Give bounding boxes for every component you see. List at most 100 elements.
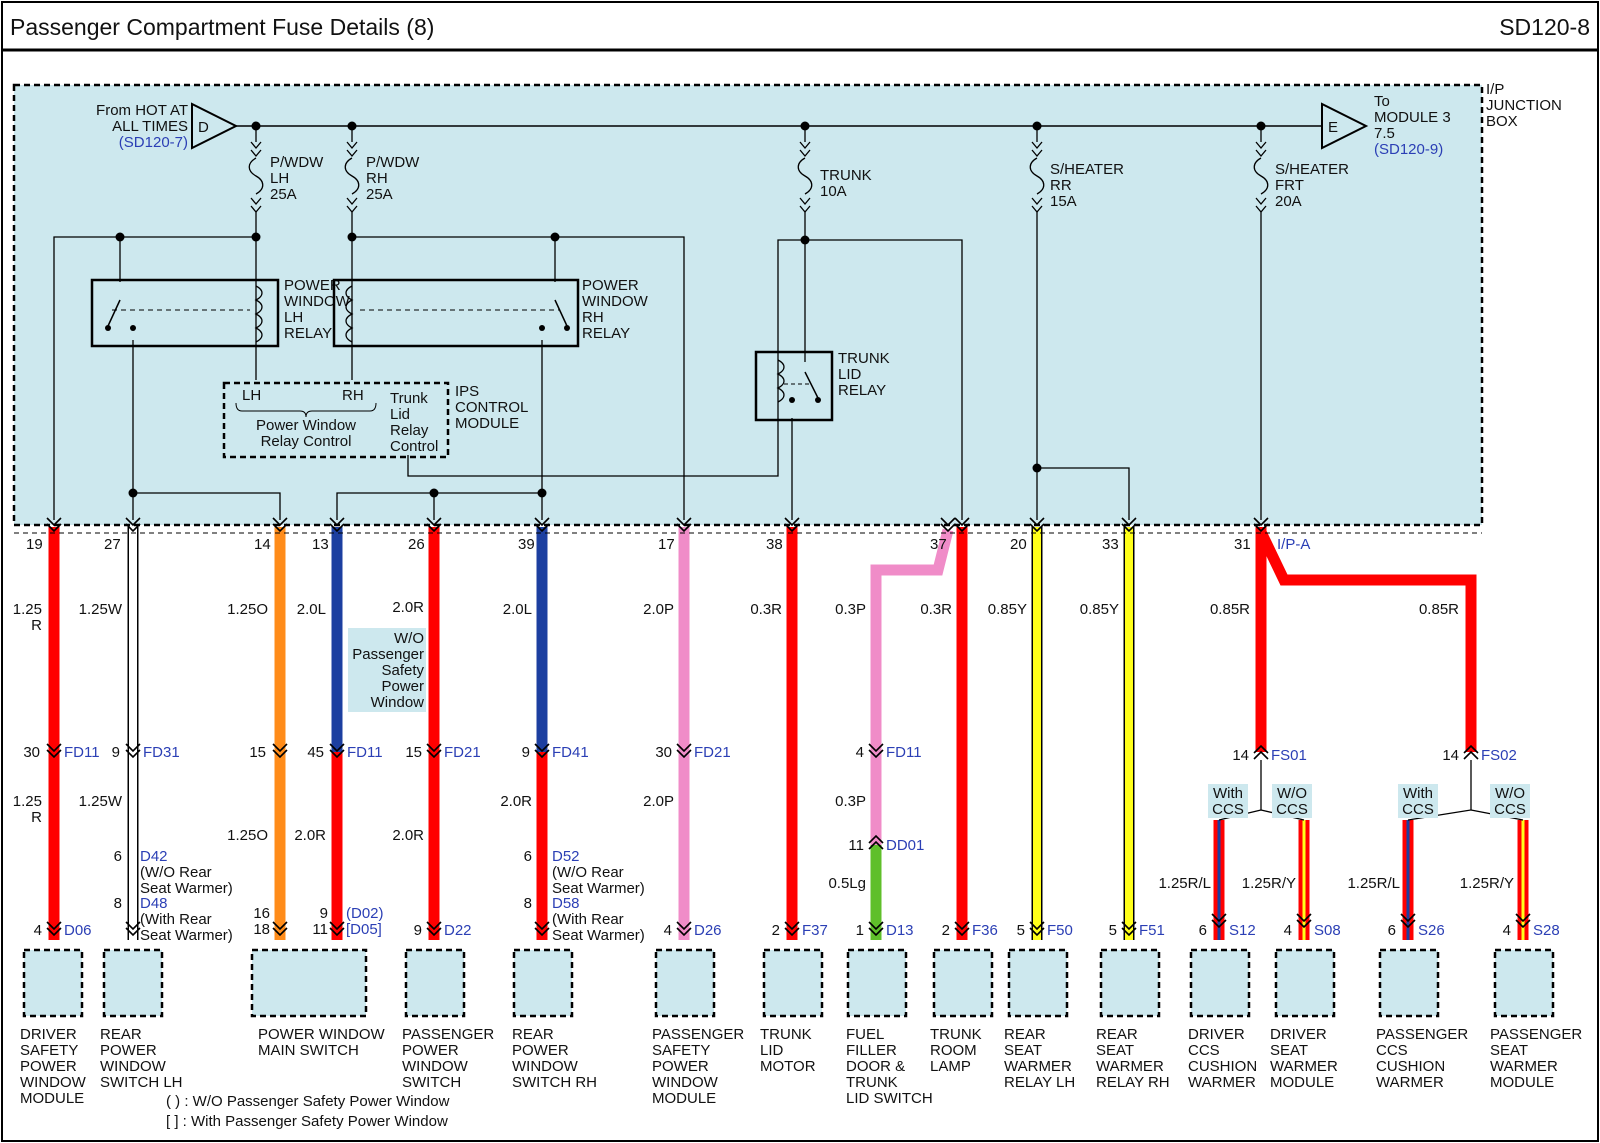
connector-chevron-icon <box>868 743 884 759</box>
svg-text:0.85R: 0.85R <box>1210 601 1250 618</box>
connector-chevron-icon <box>272 743 288 759</box>
source-hot-at-all-times: From HOT AT ALL TIMES (SD120-7) D <box>96 102 239 151</box>
svg-text:WARMER: WARMER <box>1096 1058 1164 1075</box>
svg-text:SEAT: SEAT <box>1490 1042 1528 1059</box>
svg-text:LID: LID <box>760 1042 784 1059</box>
svg-text:MODULE: MODULE <box>1270 1074 1334 1091</box>
svg-text:FILLER: FILLER <box>846 1042 897 1059</box>
svg-text:6: 6 <box>1388 922 1396 939</box>
svg-text:MODULE: MODULE <box>455 415 519 432</box>
svg-text:WINDOW: WINDOW <box>512 1058 579 1075</box>
svg-text:MODULE: MODULE <box>652 1090 716 1107</box>
svg-text:9: 9 <box>320 905 328 922</box>
junction-dots <box>115 121 1266 498</box>
svg-text:(With Rear: (With Rear <box>552 911 624 928</box>
power-window-rh-relay: POWER WINDOW RH RELAY <box>332 277 649 348</box>
connector-chevron-icon <box>1296 913 1312 929</box>
svg-text:15: 15 <box>405 744 422 761</box>
svg-text:4: 4 <box>856 744 864 761</box>
svg-text:D42: D42 <box>140 848 168 865</box>
svg-text:2.0R: 2.0R <box>392 599 424 616</box>
svg-text:Trunk: Trunk <box>390 390 428 407</box>
svg-text:0.3P: 0.3P <box>835 601 866 618</box>
connector-chevron-icon <box>272 517 288 533</box>
svg-text:SEAT: SEAT <box>1096 1042 1134 1059</box>
svg-text:CCS: CCS <box>1402 801 1434 818</box>
connector-chevron-icon <box>676 743 692 759</box>
svg-text:RELAY: RELAY <box>582 325 630 342</box>
svg-text:5: 5 <box>1109 922 1117 939</box>
svg-text:WARMER: WARMER <box>1490 1058 1558 1075</box>
legend: ( ) : W/O Passenger Safety Power Window … <box>166 1093 450 1130</box>
svg-text:CUSHION: CUSHION <box>1376 1058 1445 1075</box>
svg-text:REAR: REAR <box>1096 1026 1138 1043</box>
svg-text:FS02: FS02 <box>1481 747 1517 764</box>
svg-text:38: 38 <box>766 536 783 553</box>
trunk-lid-relay: TRUNK LID RELAY <box>754 350 890 422</box>
svg-text:SEAT: SEAT <box>1270 1042 1308 1059</box>
svg-text:1.25R/L: 1.25R/L <box>1347 875 1400 892</box>
svg-text:PASSENGER: PASSENGER <box>652 1026 744 1043</box>
svg-text:1.25O: 1.25O <box>227 601 268 618</box>
svg-text:To: To <box>1374 93 1390 110</box>
svg-text:10A: 10A <box>820 183 847 200</box>
svg-text:POWER: POWER <box>652 1058 709 1075</box>
svg-text:RR: RR <box>1050 177 1072 194</box>
junction-box-pins: 19 27 14 13 26 39 17 38 37 20 33 31 I/P-… <box>26 536 1310 553</box>
svg-text:31: 31 <box>1234 536 1251 553</box>
svg-text:9: 9 <box>112 744 120 761</box>
svg-text:IPS: IPS <box>455 383 479 400</box>
page-code: SD120-8 <box>1499 14 1590 40</box>
svg-text:CONTROL: CONTROL <box>455 399 528 416</box>
svg-text:16: 16 <box>253 905 270 922</box>
svg-text:1.25W: 1.25W <box>79 601 123 618</box>
page-title: Passenger Compartment Fuse Details (8) <box>10 14 434 40</box>
connector-chevron-icon <box>1121 921 1137 937</box>
svg-text:RELAY: RELAY <box>284 325 332 342</box>
svg-text:MOTOR: MOTOR <box>760 1058 816 1075</box>
svg-text:DRIVER: DRIVER <box>1188 1026 1245 1043</box>
svg-text:30: 30 <box>655 744 672 761</box>
connector-chevron-icon <box>1515 913 1531 929</box>
svg-text:WINDOW: WINDOW <box>402 1058 469 1075</box>
svg-text:6: 6 <box>1199 922 1207 939</box>
svg-text:WARMER: WARMER <box>1376 1074 1444 1091</box>
connector-chevron-icon <box>534 517 550 533</box>
note-wo-passenger-safety: W/O Passenger Safety Power Window <box>348 628 426 712</box>
svg-text:1.25R/Y: 1.25R/Y <box>1242 875 1296 892</box>
connector-chevron-icon <box>329 921 345 937</box>
connector-chevron-icon <box>954 921 970 937</box>
svg-text:9: 9 <box>522 744 530 761</box>
svg-text:Window: Window <box>371 694 425 711</box>
svg-text:REAR: REAR <box>100 1026 142 1043</box>
connector-chevron-icon <box>676 517 692 533</box>
connector-chevron-icon <box>1253 744 1269 760</box>
svg-text:WARMER: WARMER <box>1270 1058 1338 1075</box>
svg-text:DRIVER: DRIVER <box>1270 1026 1327 1043</box>
svg-text:15A: 15A <box>1050 193 1077 210</box>
connector-chevron-icon <box>1463 744 1479 760</box>
svg-text:TRUNK: TRUNK <box>930 1026 982 1043</box>
svg-text:S08: S08 <box>1314 922 1341 939</box>
svg-text:RELAY LH: RELAY LH <box>1004 1074 1075 1091</box>
svg-text:LID: LID <box>838 366 862 383</box>
connector-chevron-icon <box>954 517 970 533</box>
svg-text:2.0P: 2.0P <box>643 793 674 810</box>
svg-text:LAMP: LAMP <box>930 1058 971 1075</box>
svg-text:Relay: Relay <box>390 422 429 439</box>
svg-text:WINDOW: WINDOW <box>652 1074 719 1091</box>
svg-text:With: With <box>1213 785 1243 802</box>
svg-text:D06: D06 <box>64 922 92 939</box>
svg-text:20: 20 <box>1010 536 1027 553</box>
svg-text:D26: D26 <box>694 922 722 939</box>
connector-chevron-icon <box>784 517 800 533</box>
